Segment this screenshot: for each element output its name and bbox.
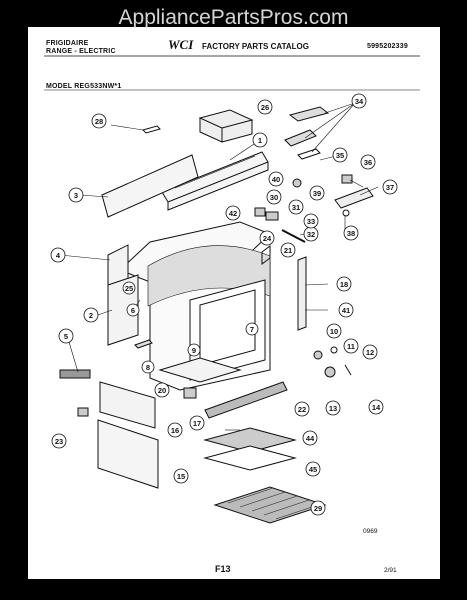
callout-33: 33	[303, 213, 319, 229]
callout-44: 44	[302, 430, 318, 446]
svg-text:39: 39	[313, 189, 321, 198]
svg-text:14: 14	[372, 403, 381, 412]
callout-26: 26	[257, 99, 273, 115]
callout-31: 31	[288, 199, 304, 215]
callout-13: 13	[325, 400, 341, 416]
callout-38: 38	[343, 225, 359, 241]
callout-7: 7	[245, 322, 259, 336]
svg-text:35: 35	[336, 151, 344, 160]
callout-29: 29	[310, 500, 326, 516]
svg-text:13: 13	[329, 404, 337, 413]
svg-text:29: 29	[314, 504, 322, 513]
svg-text:4: 4	[56, 251, 61, 260]
svg-text:40: 40	[272, 175, 280, 184]
wci-logo: WCI	[168, 37, 194, 52]
model-number: MODEL REG533NW*1	[46, 83, 122, 90]
page-number: F13	[215, 564, 231, 574]
svg-text:45: 45	[309, 465, 317, 474]
svg-text:36: 36	[364, 158, 372, 167]
svg-text:18: 18	[340, 280, 348, 289]
callout-21: 21	[280, 242, 296, 258]
svg-text:30: 30	[270, 193, 278, 202]
callout-10: 10	[326, 323, 342, 339]
svg-text:1: 1	[258, 136, 262, 145]
callout-40: 40	[268, 171, 284, 187]
svg-text:15: 15	[177, 472, 185, 481]
diagram-code: 0969	[363, 528, 378, 535]
svg-text:5: 5	[64, 332, 68, 341]
callout-14: 14	[368, 399, 384, 415]
svg-text:42: 42	[229, 209, 237, 218]
svg-text:11: 11	[347, 342, 355, 351]
product-label: RANGE - ELECTRIC	[46, 48, 116, 55]
svg-text:7: 7	[250, 325, 254, 334]
callout-3: 3	[68, 187, 84, 203]
svg-text:44: 44	[306, 434, 315, 443]
callout-18: 18	[336, 276, 352, 292]
svg-text:31: 31	[292, 203, 300, 212]
callout-6: 6	[126, 303, 140, 317]
callout-30: 30	[266, 189, 282, 205]
callout-22: 22	[294, 401, 310, 417]
callout-8: 8	[141, 360, 155, 374]
callout-32: 32	[303, 226, 319, 242]
callout-15: 15	[173, 468, 189, 484]
callout-34: 34	[351, 93, 367, 109]
callout-5: 5	[58, 328, 74, 344]
callout-9: 9	[187, 343, 201, 357]
callout-45: 45	[305, 461, 321, 477]
callout-39: 39	[309, 185, 325, 201]
svg-text:12: 12	[366, 348, 374, 357]
callout-28: 28	[91, 113, 107, 129]
svg-text:38: 38	[347, 229, 355, 238]
catalog-title: FACTORY PARTS CATALOG	[202, 42, 309, 51]
brand-label: FRIGIDAIRE	[46, 40, 89, 47]
callout-17: 17	[189, 415, 205, 431]
callout-16: 16	[167, 422, 183, 438]
svg-text:16: 16	[171, 426, 179, 435]
svg-text:21: 21	[284, 246, 292, 255]
svg-text:10: 10	[330, 327, 338, 336]
callout-42: 42	[225, 205, 241, 221]
svg-text:9: 9	[192, 346, 196, 355]
svg-text:17: 17	[193, 419, 201, 428]
svg-text:8: 8	[146, 363, 150, 372]
svg-text:34: 34	[355, 97, 364, 106]
svg-text:22: 22	[298, 405, 306, 414]
svg-text:2: 2	[89, 311, 93, 320]
svg-text:24: 24	[263, 234, 272, 243]
callout-23: 23	[51, 433, 67, 449]
svg-text:41: 41	[342, 306, 350, 315]
svg-text:37: 37	[386, 183, 394, 192]
callout-37: 37	[382, 179, 398, 195]
svg-text:23: 23	[55, 437, 63, 446]
svg-text:20: 20	[158, 386, 166, 395]
callout-2: 2	[83, 307, 99, 323]
callout-24: 24	[259, 230, 275, 246]
callout-12: 12	[362, 344, 378, 360]
svg-text:32: 32	[307, 230, 315, 239]
callout-41: 41	[338, 302, 354, 318]
callout-20: 20	[154, 382, 170, 398]
callout-4: 4	[50, 247, 66, 263]
svg-text:3: 3	[74, 191, 78, 200]
callout-35: 35	[332, 147, 348, 163]
svg-text:25: 25	[125, 284, 133, 293]
catalog-part-number: 5995202339	[367, 43, 408, 50]
callout-1: 1	[252, 132, 268, 148]
callout-25: 25	[122, 281, 136, 295]
callout-11: 11	[343, 338, 359, 354]
svg-text:33: 33	[307, 217, 315, 226]
svg-text:6: 6	[131, 306, 135, 315]
callout-36: 36	[360, 154, 376, 170]
svg-text:26: 26	[261, 103, 269, 112]
revision-date: 2/91	[384, 567, 397, 574]
svg-text:28: 28	[95, 117, 103, 126]
